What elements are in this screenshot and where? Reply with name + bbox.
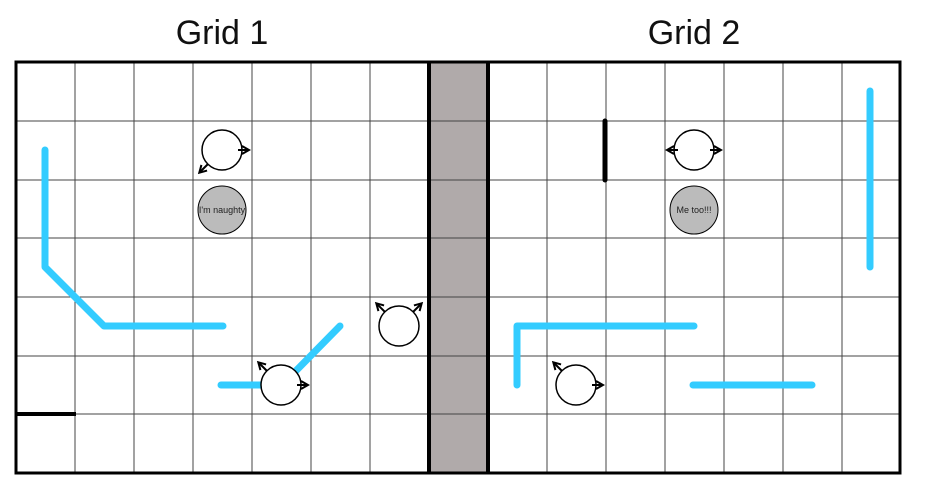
grid-2-ball[interactable]: Me too!!! bbox=[669, 185, 719, 235]
grid-1 bbox=[16, 62, 429, 473]
grid-1-title: Grid 1 bbox=[176, 14, 269, 52]
ball-icon bbox=[197, 185, 247, 235]
grid-1-rotator-right[interactable] bbox=[374, 301, 424, 347]
grid-2-ball-label: Me too!!! bbox=[676, 205, 711, 215]
grid-1-wall-l-shape bbox=[41, 146, 227, 330]
grid-2 bbox=[488, 62, 900, 473]
grid-borders bbox=[14, 60, 902, 475]
grid-1-ball[interactable]: I'm naughty bbox=[197, 185, 247, 235]
grid-2-rotator-top[interactable] bbox=[664, 129, 724, 171]
grid-1-lines bbox=[16, 62, 429, 473]
grid-1-rotator-top[interactable] bbox=[197, 129, 252, 175]
ball-icon bbox=[669, 185, 719, 235]
grid-1-rotator-bottom[interactable] bbox=[256, 360, 311, 406]
center-divider bbox=[429, 62, 488, 473]
grid-2-wall-l-shape bbox=[513, 322, 698, 389]
blue-walls bbox=[41, 87, 874, 389]
grid-1-ball-label: I'm naughty bbox=[199, 205, 246, 215]
divider-lines bbox=[429, 120, 488, 415]
grid-2-title: Grid 2 bbox=[648, 14, 741, 52]
grid-2-lines bbox=[488, 62, 900, 473]
grid-2-rotator-bottom[interactable] bbox=[551, 360, 606, 406]
